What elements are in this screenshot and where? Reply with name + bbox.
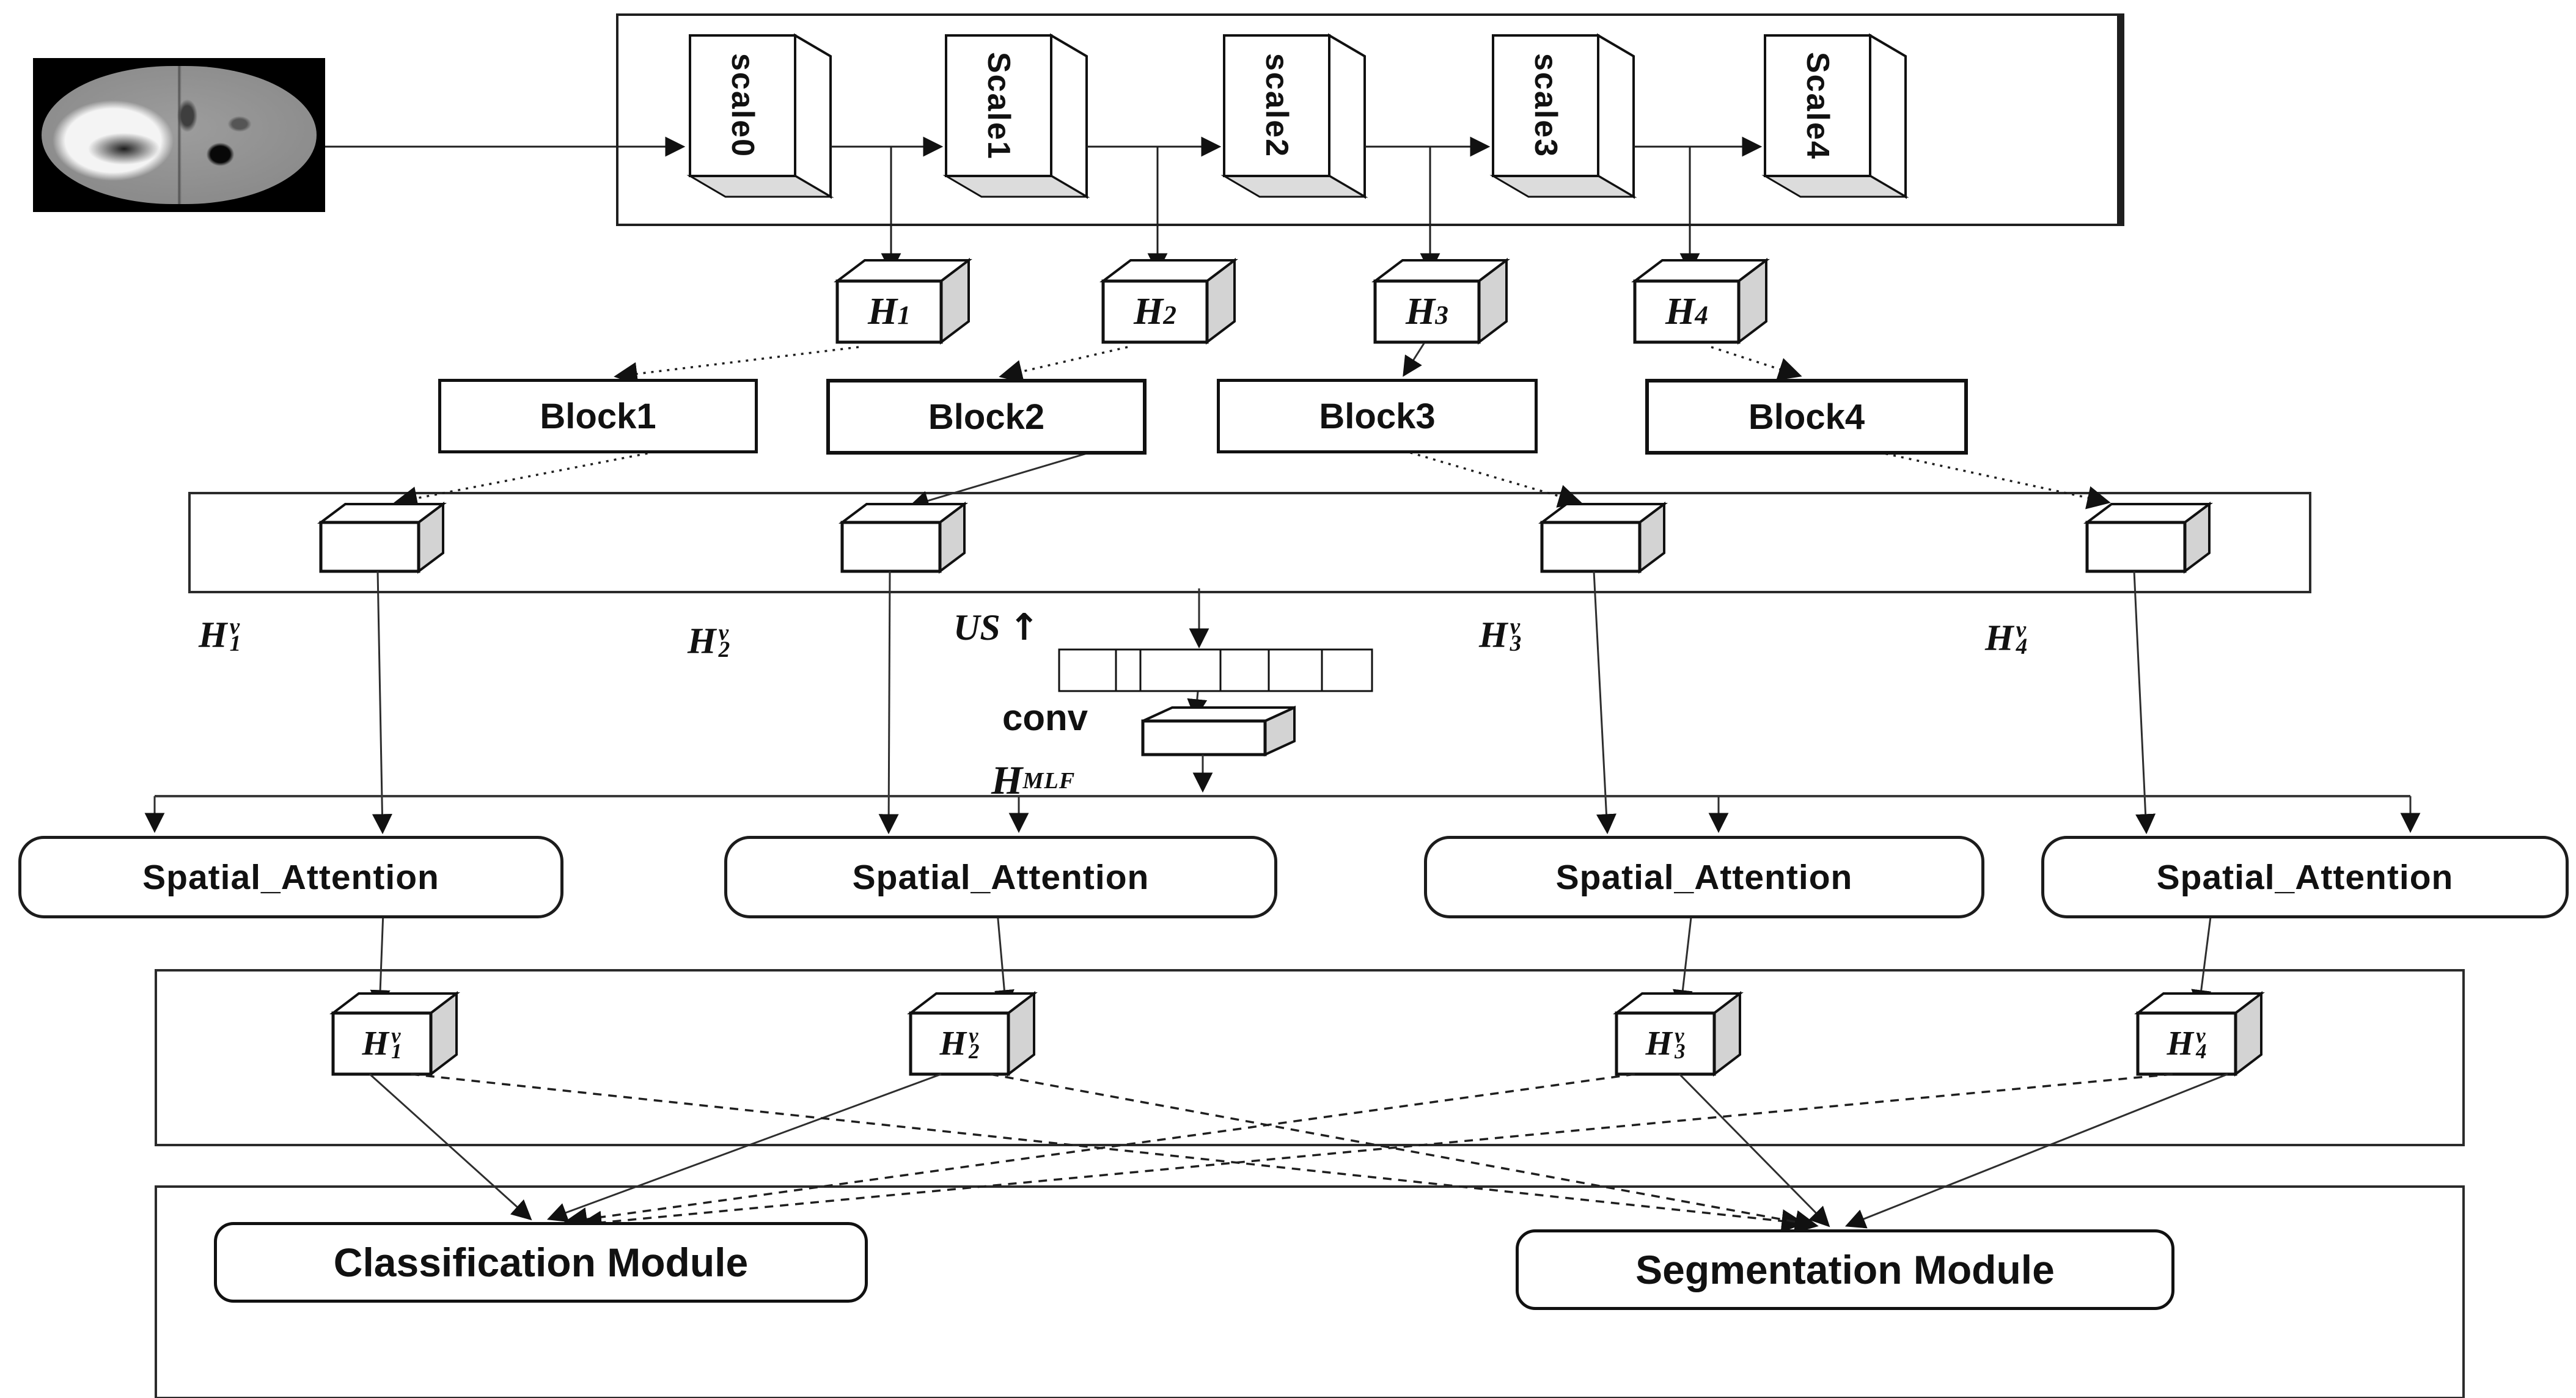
scale4-label: Scale4 <box>1800 51 1835 160</box>
block3: Block3 <box>1217 379 1538 453</box>
output-modules-container <box>155 1185 2465 1398</box>
scale3-label: scale3 <box>1528 53 1563 158</box>
spatial-attention-1-label: Spatial_Attention <box>142 857 439 897</box>
scale1-pillar: Scale1 <box>946 35 1051 176</box>
segmentation-module-label: Segmentation Module <box>1635 1247 2055 1292</box>
mlf-feature-cube <box>1141 705 1296 757</box>
brain-mri-input-image <box>33 58 325 212</box>
segmentation-module: Segmentation Module <box>1516 1229 2174 1310</box>
spatial-attention-2: Spatial_Attention <box>724 836 1277 918</box>
scale2-pillar: scale2 <box>1224 35 1329 176</box>
upsampled-feature-strip <box>1058 648 1373 692</box>
block1: Block1 <box>438 379 758 453</box>
scale0-pillar: scale0 <box>690 35 795 176</box>
up-arrow-icon: ↑ <box>1008 606 1040 649</box>
scale-pillars <box>686 33 1909 199</box>
spatial-attention-4: Spatial_Attention <box>2041 836 2569 918</box>
block4-label: Block4 <box>1748 397 1865 437</box>
conv-label: conv <box>1002 697 1088 738</box>
block1-label: Block1 <box>540 396 656 436</box>
block4: Block4 <box>1645 379 1968 455</box>
spatial-attention-2-label: Spatial_Attention <box>852 857 1150 897</box>
brain-slice-graphic <box>42 65 317 205</box>
attended-feature-cubes <box>329 990 2265 1077</box>
scale2-label: scale2 <box>1259 53 1294 158</box>
block2: Block2 <box>826 379 1147 455</box>
scale4-pillar: Scale4 <box>1765 35 1870 176</box>
scale0-label: scale0 <box>725 53 760 158</box>
upsample-label: US↑ <box>953 606 1040 649</box>
spatial-attention-1: Spatial_Attention <box>18 836 563 918</box>
spatial-attention-3: Spatial_Attention <box>1424 836 1984 918</box>
classification-module-label: Classification Module <box>333 1240 749 1285</box>
h-feature-cubes <box>834 257 1770 345</box>
attended-feature-container <box>155 969 2465 1146</box>
block-feature-container <box>188 492 2311 593</box>
encoder-container <box>616 13 2124 226</box>
classification-module: Classification Module <box>214 1222 868 1303</box>
spatial-attention-4-label: Spatial_Attention <box>2156 857 2454 897</box>
scale1-label: Scale1 <box>981 51 1016 160</box>
block3-label: Block3 <box>1319 396 1436 436</box>
scale3-pillar: scale3 <box>1493 35 1598 176</box>
spatial-attention-3-label: Spatial_Attention <box>1555 857 1853 897</box>
block2-label: Block2 <box>928 397 1045 437</box>
block-output-cubes <box>317 502 2213 574</box>
